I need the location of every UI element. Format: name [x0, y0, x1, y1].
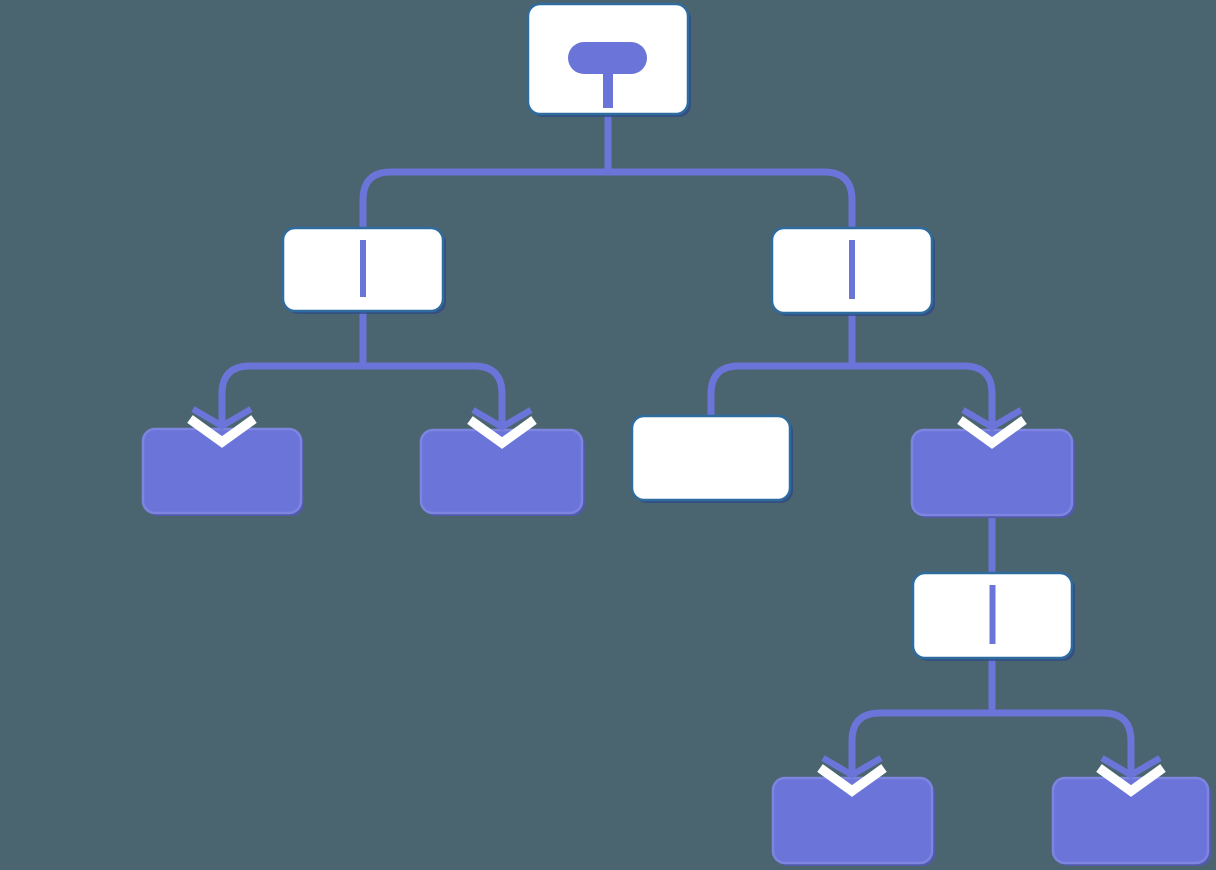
right-fork-connector: [707, 362, 996, 423]
chevron-white-stroke: [1096, 764, 1166, 797]
chevron-white-stroke: [957, 416, 1027, 449]
double-chevron-down-icon: [1096, 755, 1166, 797]
chevron-white-stroke: [817, 764, 887, 797]
chevron-purple-stroke: [191, 406, 253, 430]
double-chevron-down-icon: [467, 407, 537, 449]
chevron-purple-stroke: [821, 755, 883, 779]
chevron-white-stroke: [467, 416, 537, 449]
child-right-plain-node[interactable]: [630, 414, 792, 502]
chevron-white-stroke: [187, 415, 257, 448]
root-topic-pill: [568, 42, 647, 74]
left-fork-connector: [218, 362, 506, 423]
chevron-purple-stroke: [1100, 755, 1162, 779]
top-fork-connector: [359, 168, 856, 229]
bottom-fork-connector: [848, 709, 1135, 771]
double-chevron-down-icon: [187, 406, 257, 448]
double-chevron-down-icon: [957, 407, 1027, 449]
double-chevron-down-icon: [817, 755, 887, 797]
chevron-purple-stroke: [961, 407, 1023, 431]
chevron-purple-stroke: [471, 407, 533, 431]
